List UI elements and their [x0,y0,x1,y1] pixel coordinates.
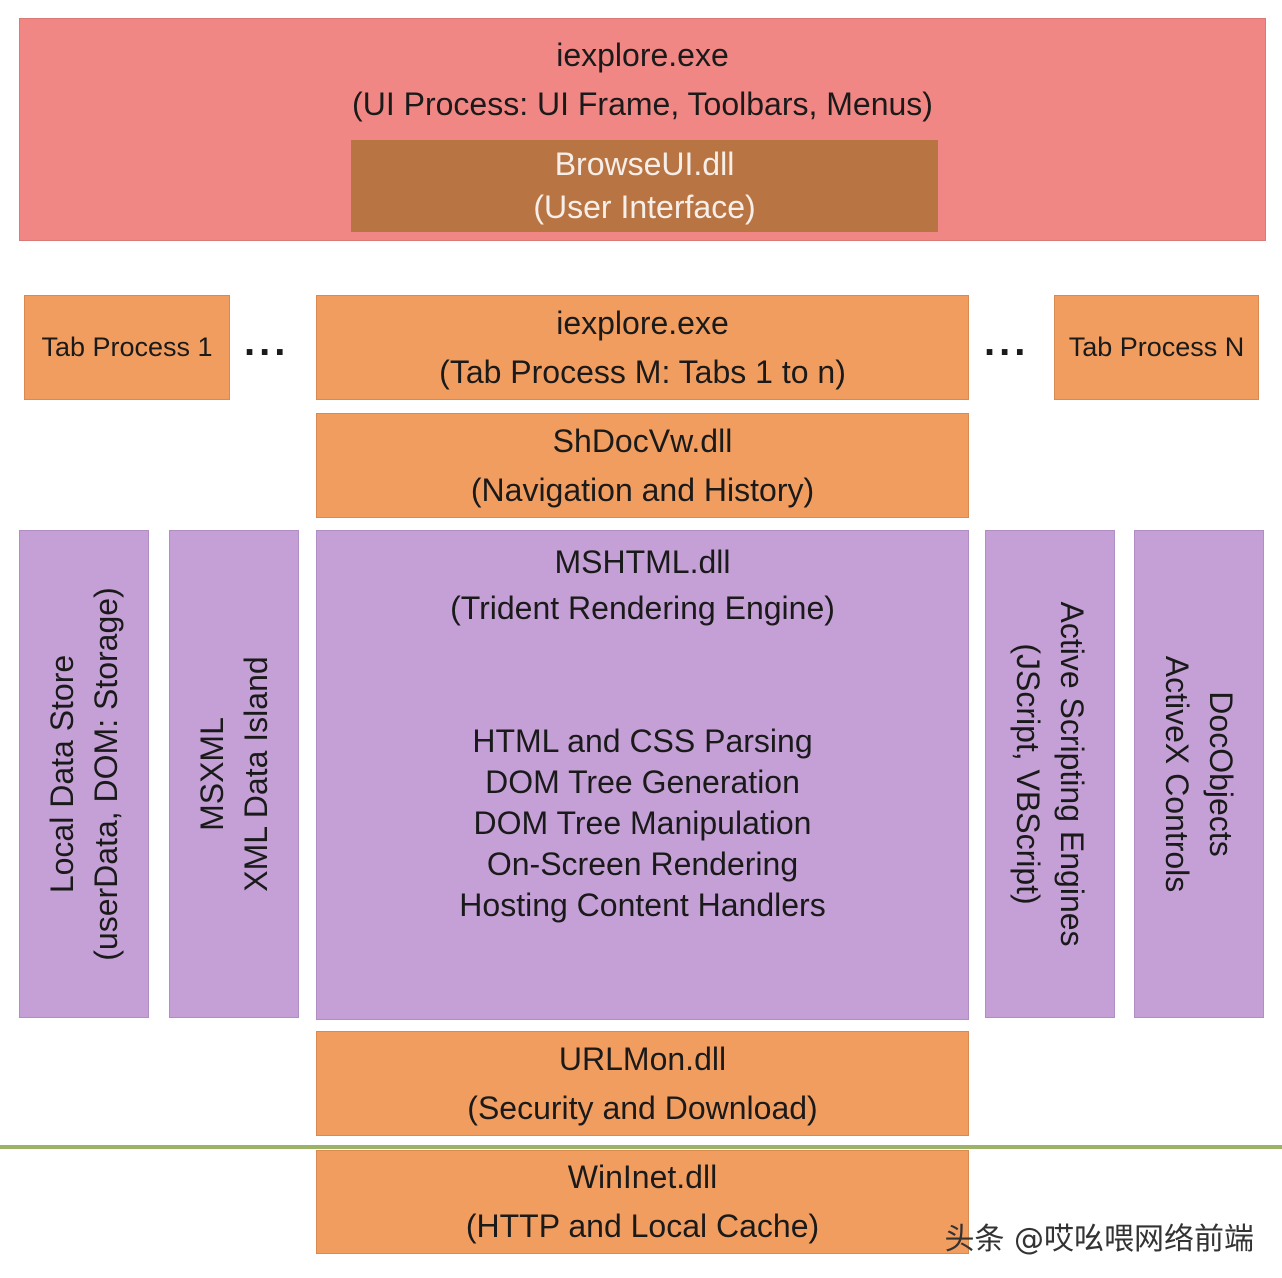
tab-process-middle-title: iexplore.exe [556,304,729,341]
tab-process-middle-box: iexplore.exe (Tab Process M: Tabs 1 to n… [316,295,969,400]
browseui-subtitle: (User Interface) [533,189,756,225]
ui-process-subtitle: (UI Process: UI Frame, Toolbars, Menus) [352,86,933,122]
mshtml-feature-item: On-Screen Rendering [486,846,799,882]
mshtml-subtitle: (Trident Rendering Engine) [450,590,835,626]
docobjects-subtitle: ActiveX Controls [1159,655,1195,893]
mshtml-box: MSHTML.dll (Trident Rendering Engine) HT… [316,530,969,1020]
tab-process-first-label: Tab Process 1 [41,332,213,362]
ui-process-title: iexplore.exe [556,37,729,73]
wininet-subtitle: (HTTP and Local Cache) [465,1208,820,1244]
mshtml-feature-list: HTML and CSS Parsing DOM Tree Generation… [459,721,825,926]
docobjects-title: DocObjects [1203,691,1239,857]
urlmon-box: URLMon.dll (Security and Download) [316,1031,969,1136]
tab-process-last-label: Tab Process N [1068,332,1245,362]
mshtml-feature-item: Hosting Content Handlers [459,887,826,923]
tab-process-first-box: Tab Process 1 [24,295,230,400]
urlmon-title: URLMon.dll [558,1040,727,1077]
mshtml-title: MSHTML.dll [554,544,731,580]
mshtml-feature-item: DOM Tree Manipulation [473,805,812,841]
docobjects-box: DocObjects ActiveX Controls [1134,530,1264,1018]
local-data-store-box: Local Data Store (userData, DOM: Storage… [19,530,149,1018]
divider-line [0,1145,1282,1149]
browseui-title: BrowseUI.dll [554,146,735,182]
tab-process-middle-subtitle: (Tab Process M: Tabs 1 to n) [439,353,846,390]
scripting-engines-box: Active Scripting Engines (JScript, VBScr… [985,530,1115,1018]
msxml-title: MSXML [194,717,230,831]
local-data-store-title: Local Data Store [44,654,80,894]
tab-process-last-box: Tab Process N [1054,295,1259,400]
shdocvw-subtitle: (Navigation and History) [470,471,815,508]
ui-process-box: iexplore.exe (UI Process: UI Frame, Tool… [19,18,1266,241]
local-data-store-subtitle: (userData, DOM: Storage) [88,587,124,961]
mshtml-feature-item: DOM Tree Generation [485,764,800,800]
mshtml-feature-item: HTML and CSS Parsing [472,723,813,759]
browseui-box: BrowseUI.dll (User Interface) [351,140,938,232]
ellipsis-left: ... [244,320,290,364]
watermark: 头条 @哎吆喂网络前端 [944,1222,1254,1257]
urlmon-subtitle: (Security and Download) [467,1089,818,1126]
scripting-engines-subtitle: (JScript, VBScript) [1010,643,1046,905]
shdocvw-box: ShDocVw.dll (Navigation and History) [316,413,969,518]
msxml-subtitle: XML Data Island [238,656,274,892]
msxml-box: MSXML XML Data Island [169,530,299,1018]
scripting-engines-title: Active Scripting Engines [1054,601,1090,947]
wininet-box: WinInet.dll (HTTP and Local Cache) [316,1150,969,1254]
shdocvw-title: ShDocVw.dll [552,422,733,459]
ellipsis-right: ... [984,320,1030,364]
wininet-title: WinInet.dll [567,1159,718,1195]
